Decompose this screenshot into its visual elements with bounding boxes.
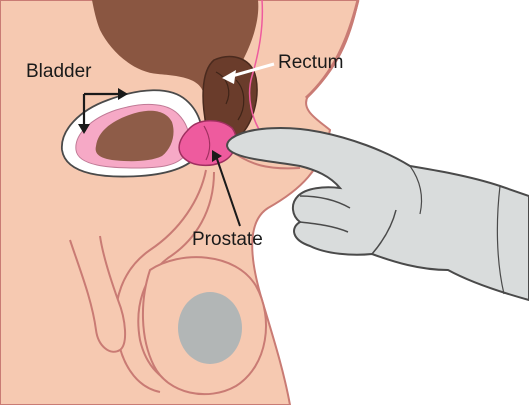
- prostate-label: Prostate: [192, 230, 263, 249]
- bladder-label: Bladder: [26, 62, 92, 81]
- gloved-hand: [227, 128, 529, 300]
- rectum-label: Rectum: [278, 53, 343, 72]
- testis: [178, 292, 242, 364]
